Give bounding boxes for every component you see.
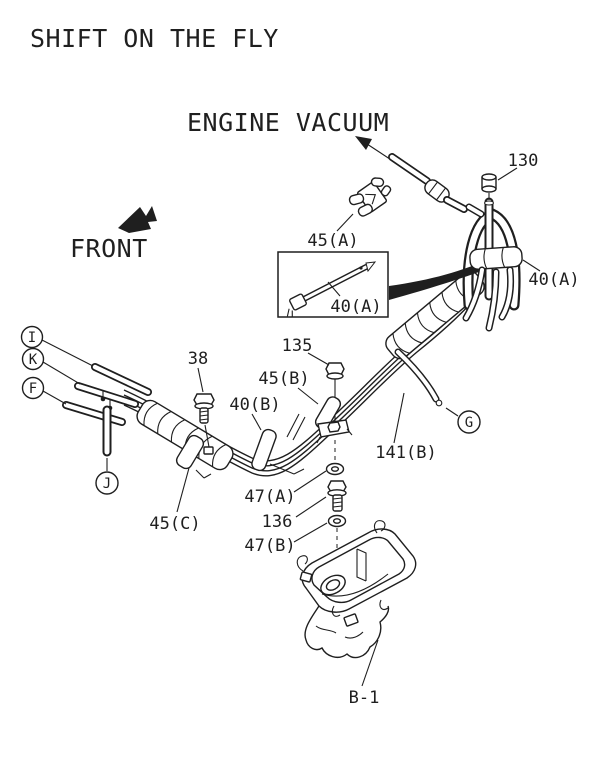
label-45c: 45(C) [149,514,200,534]
clamp-45b [314,396,353,444]
port-i: I [20,325,44,349]
vacuum-hose-upper [388,153,485,218]
detail-box-40a [277,251,389,318]
tie-40b [251,428,305,475]
port-k: K [21,347,45,371]
port-j-letter: J [103,476,111,492]
engine-vacuum-label: ENGINE VACUUM [187,108,389,137]
fastener-stack [325,440,347,556]
label-130: 130 [508,151,539,171]
port-g: G [457,410,481,434]
label-40a-loop: 40(A) [528,270,579,290]
label-b1: B-1 [349,688,380,708]
label-40a-box: 40(A) [330,297,381,317]
label-47a: 47(A) [244,487,295,507]
cap-130 [481,173,497,200]
clip-45a [348,177,392,217]
label-141b: 141(B) [375,443,436,463]
label-40b: 40(B) [229,395,280,415]
detail-callout-arrow [389,258,492,300]
hose-branch-g [394,348,443,407]
hose-ends-left [62,363,152,426]
port-j: J [95,471,119,495]
port-g-letter: G [465,415,473,431]
label-38: 38 [188,349,208,369]
port-i-letter: I [28,330,36,346]
front-label: FRONT [70,234,148,263]
label-136: 136 [262,512,293,532]
label-45a: 45(A) [307,231,358,251]
port-f-letter: F [29,381,37,397]
bolt-38 [193,393,215,455]
hose-ends-loop [462,266,515,332]
page-title: SHIFT ON THE FLY [30,24,279,53]
leader-lines [41,167,541,687]
label-135: 135 [282,336,313,356]
label-45b: 45(B) [258,369,309,389]
clamp-45c [175,434,212,479]
pan-assembly [296,520,417,659]
label-47b: 47(B) [244,536,295,556]
front-arrow-icon [118,206,157,233]
tie-40a-loop [469,246,523,270]
port-k-letter: K [29,352,38,368]
nut-135 [325,362,345,424]
port-f: F [21,376,45,400]
